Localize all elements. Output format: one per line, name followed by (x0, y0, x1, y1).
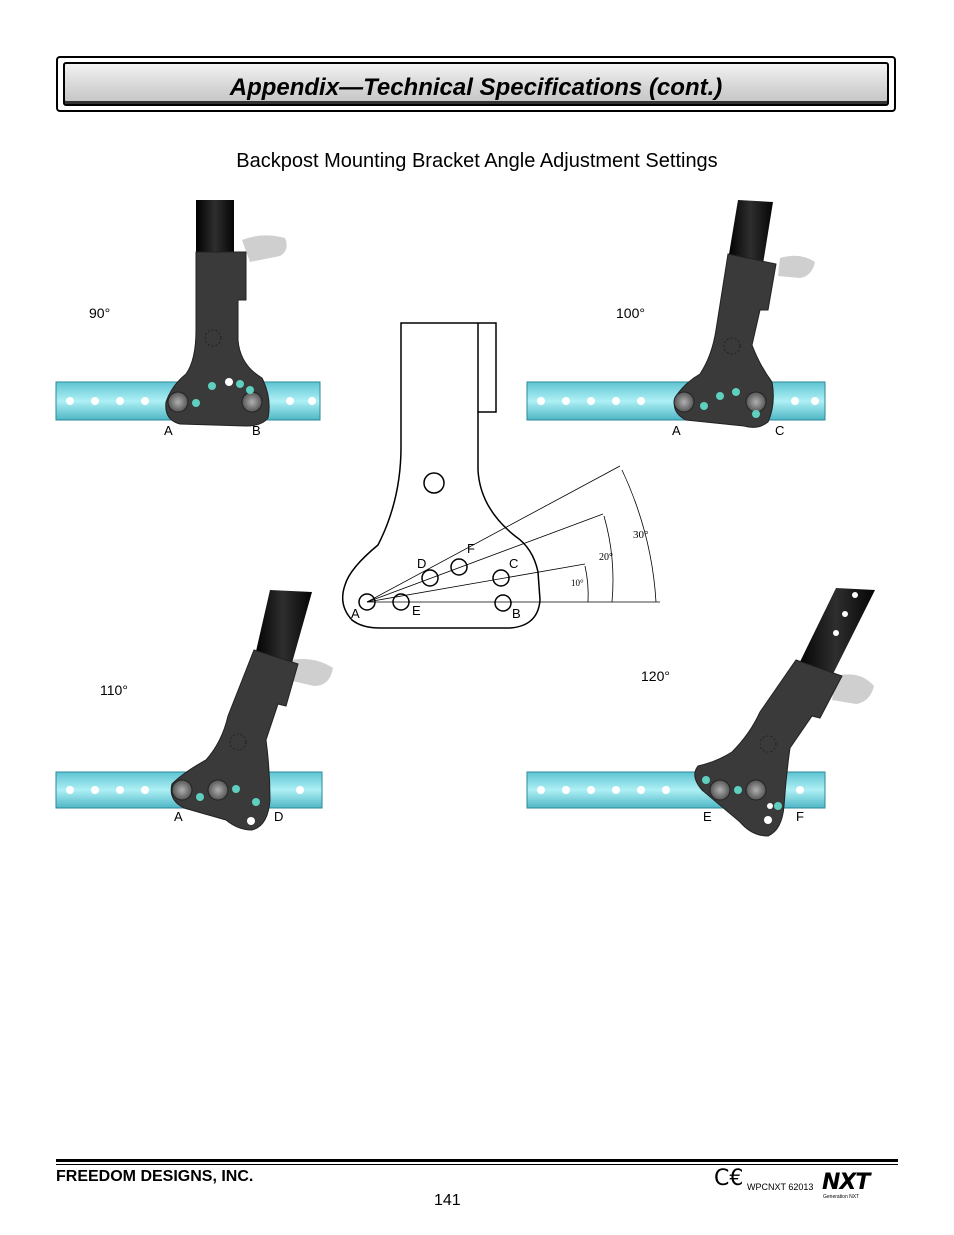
header-banner-inner: Appendix—Technical Specifications (cont.… (63, 62, 889, 106)
bracket-outline-diagram (341, 322, 541, 629)
angle-guides (366, 465, 660, 603)
document-code: WPCNXT 62013 (747, 1182, 814, 1192)
nxt-logo: NXT (822, 1170, 870, 1195)
hole-label: A (672, 423, 681, 438)
header-banner: Appendix—Technical Specifications (cont.… (56, 56, 896, 112)
hole-label: C (775, 423, 785, 438)
diagram-hole-label: D (417, 556, 427, 571)
company-name: FREEDOM DESIGNS, INC. (56, 1168, 254, 1185)
page-number: 141 (434, 1192, 461, 1209)
bolt-icon (745, 779, 767, 801)
page-title: Appendix—Technical Specifications (cont.… (229, 74, 723, 101)
handle-clip (242, 235, 287, 262)
bolt-icon (167, 391, 189, 413)
angle-label-100: 100° (616, 305, 645, 321)
backpost (728, 200, 773, 264)
angle-label-110: 110° (100, 682, 128, 698)
angle-mark-20: 20° (599, 552, 613, 563)
hole-label: D (274, 809, 284, 824)
diagram-hole-label: C (509, 556, 519, 571)
angle-mark-10: 10° (571, 578, 584, 588)
angle-label-120: 120° (641, 668, 670, 684)
bolt-icon (241, 391, 263, 413)
view-110 (55, 590, 333, 831)
angle-label-90: 90° (89, 305, 111, 321)
diagram-hole-label: F (467, 541, 475, 556)
section-title: Backpost Mounting Bracket Angle Adjustme… (236, 150, 718, 172)
mounting-bracket (170, 649, 299, 831)
angle-mark-30: 30° (633, 529, 649, 541)
handle-clip (288, 659, 333, 686)
mounting-bracket (673, 253, 777, 428)
hole-label: B (252, 423, 261, 438)
view-120 (526, 588, 875, 837)
diagram-hole-label: A (351, 606, 360, 621)
nxt-logo-subtitle: Generation NXT (823, 1194, 860, 1200)
bolt-icon (207, 779, 229, 801)
bolt-icon (709, 779, 731, 801)
view-90 (55, 200, 321, 427)
backpost (254, 590, 312, 670)
footer-rule (56, 1159, 898, 1162)
hole-label: A (174, 809, 183, 824)
hole-label: F (796, 809, 804, 824)
diagram-hole-label: B (512, 606, 521, 621)
mounting-bracket (694, 659, 843, 837)
ce-mark-icon: C€ (714, 1166, 744, 1191)
view-100 (526, 200, 826, 428)
diagram-hole-label: E (412, 603, 421, 618)
bolt-icon (673, 391, 695, 413)
backpost (196, 200, 234, 260)
handle-clip (778, 255, 815, 278)
hole-label: A (164, 423, 173, 438)
footer-rule-thin (56, 1164, 898, 1165)
bolt-icon (745, 391, 767, 413)
bolt-icon (171, 779, 193, 801)
hole-label: E (703, 809, 712, 824)
handle-clip (832, 674, 874, 704)
